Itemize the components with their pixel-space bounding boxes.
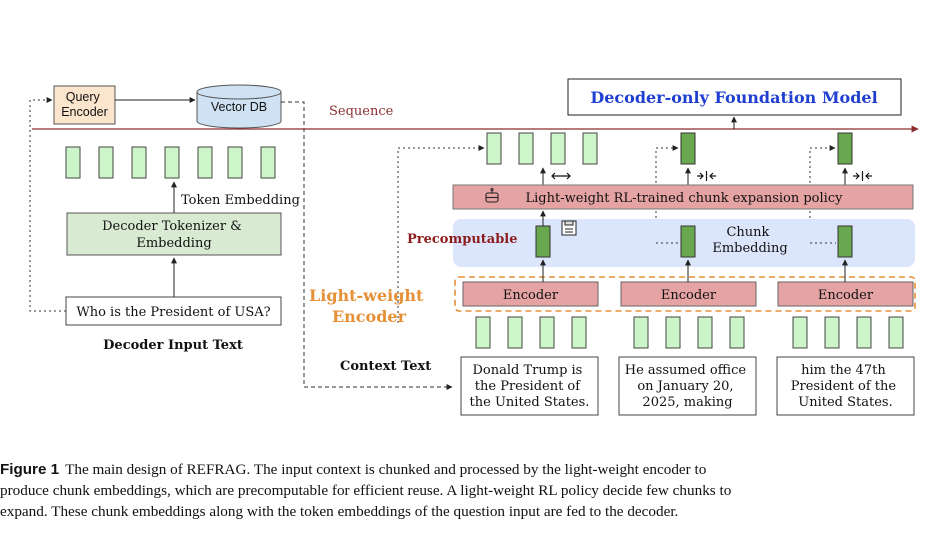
foundation-model-box (567, 78, 902, 116)
floppy-disk-icon (561, 220, 577, 236)
vector-db-icon (196, 84, 282, 129)
context-chunk-text-1: Donald Trump is the President of the Uni… (470, 363, 590, 410)
question-tokens-dotted (397, 145, 485, 323)
question-box (65, 296, 282, 326)
encoder-label-2: Encoder (661, 288, 717, 303)
chunk-embedding-output (680, 132, 696, 165)
question-to-query-dotted (29, 97, 66, 312)
token-embedding (197, 146, 213, 179)
figure-label: Figure 1 (0, 461, 60, 478)
precomputable-label: Precomputable (407, 232, 518, 247)
expand-arrows-icon (551, 172, 571, 180)
question-text: Who is the President of USA? (76, 305, 270, 320)
rl-policy-label: Light-weight RL-trained chunk expansion … (526, 191, 844, 206)
chunk-embedding (837, 225, 853, 258)
encoder-box-3 (777, 281, 914, 307)
refrag-diagram: Query Encoder Vector DB Sequence Decoder… (29, 78, 919, 416)
context-tokens-3 (792, 316, 904, 349)
compress-arrows-icon (853, 171, 872, 181)
vector-db-label: Vector DB (211, 100, 267, 114)
lightweight-encoder-frame (454, 276, 916, 312)
context-chunk-box-1 (460, 356, 599, 416)
token-embedding (824, 316, 840, 349)
token-embedding (507, 316, 523, 349)
token-embedding (856, 316, 872, 349)
token-embedding (539, 316, 555, 349)
decoder-tokenizer-label: Decoder Tokenizer & Embedding (102, 219, 246, 251)
sequence-label: Sequence (329, 104, 394, 119)
encoder-box-1 (462, 281, 599, 307)
compress-arrows-icon (697, 171, 716, 181)
chunk-embedding (535, 225, 551, 258)
token-embedding (582, 132, 598, 165)
context-chunk-text-3: him the 47th President of the United Sta… (791, 363, 900, 410)
chunk-embedding (680, 225, 696, 258)
token-embedding (260, 146, 276, 179)
caption-line-1: Figure 1 The main design of REFRAG. The i… (0, 459, 930, 480)
token-embedding (792, 316, 808, 349)
figure-caption: Figure 1 The main design of REFRAG. The i… (0, 459, 930, 522)
chunk-embedding-output (837, 132, 853, 165)
token-embedding (518, 132, 534, 165)
decoder-tokenizer-box (66, 212, 282, 256)
robot-icon (485, 187, 499, 203)
db-to-context-dashed (281, 101, 453, 390)
context-chunk-box-3 (776, 356, 915, 416)
token-embedding (633, 316, 649, 349)
decoder-input-label: Decoder Input Text (103, 338, 243, 353)
context-tokens-1 (475, 316, 587, 349)
chunk-embedding-label: Chunk Embedding (712, 225, 787, 256)
token-embedding (486, 132, 502, 165)
context-chunk-text-2: He assumed office on January 20, 2025, m… (625, 363, 750, 410)
token-embedding (98, 146, 114, 179)
query-encoder-box (53, 85, 116, 125)
token-embedding (550, 132, 566, 165)
token-embedding (571, 316, 587, 349)
lightweight-encoder-label: Light-weight Encoder (309, 286, 429, 326)
chunk-skip-dotted-3 (809, 145, 836, 243)
encoder-box-2 (620, 281, 757, 307)
left-token-embeddings (65, 146, 276, 179)
encoder-label-1: Encoder (503, 288, 559, 303)
caption-text-1: The main design of REFRAG. The input con… (65, 461, 707, 478)
caption-line-3: expand. These chunk embeddings along wit… (0, 503, 679, 520)
caption-line-2: produce chunk embeddings, which are prec… (0, 482, 732, 499)
context-tokens-2 (633, 316, 745, 349)
token-embedding-label: Token Embedding (181, 193, 300, 208)
token-embedding (475, 316, 491, 349)
chunk-skip-dotted-2 (655, 145, 679, 243)
encoder-label-3: Encoder (818, 288, 874, 303)
query-encoder-label: Query Encoder (61, 90, 108, 119)
token-embedding (888, 316, 904, 349)
token-embedding (65, 146, 81, 179)
foundation-model-label: Decoder-only Foundation Model (590, 88, 877, 107)
token-embedding (729, 316, 745, 349)
token-embedding (665, 316, 681, 349)
token-embedding (131, 146, 147, 179)
token-embedding (227, 146, 243, 179)
token-embedding (164, 146, 180, 179)
token-embedding (697, 316, 713, 349)
context-chunk-box-2 (618, 356, 757, 416)
rl-policy-bar (452, 184, 914, 210)
context-text-label: Context Text (340, 359, 431, 374)
